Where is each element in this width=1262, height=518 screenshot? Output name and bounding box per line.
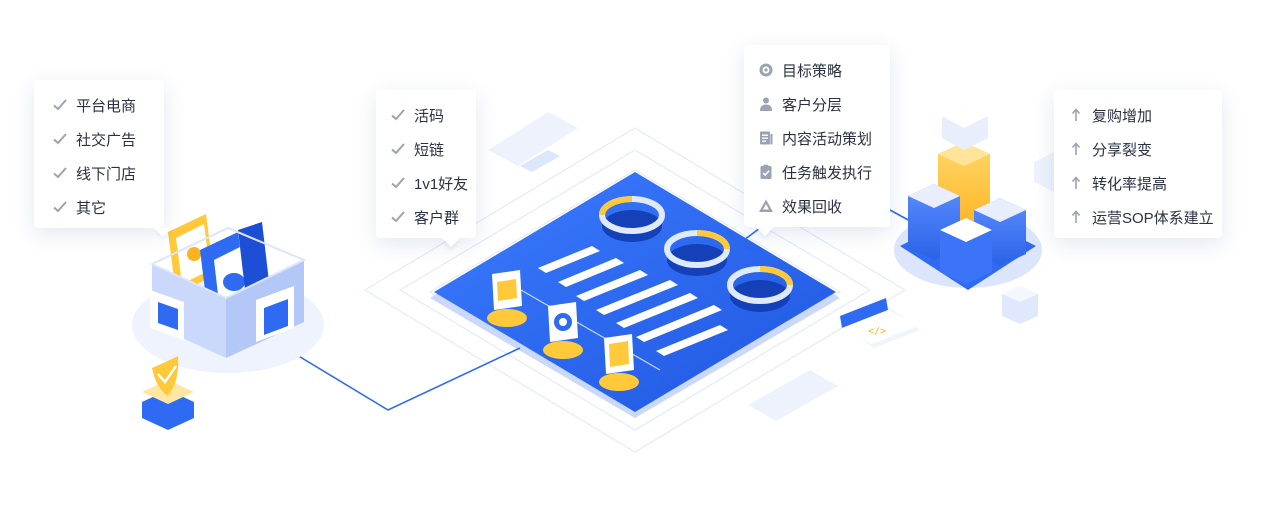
- shield-badge: [142, 356, 194, 430]
- operation-item: 目标策略: [758, 53, 890, 87]
- results-card: 复购增加 分享裂变 转化率提高 运营SOP体系建立: [1054, 90, 1222, 238]
- check-icon: [390, 209, 406, 225]
- result-item: 分享裂变: [1068, 132, 1222, 166]
- operation-label: 内容活动策划: [782, 130, 873, 148]
- operation-item: 任务触发执行: [758, 155, 890, 189]
- platform-cards: [487, 270, 639, 391]
- card-pointer: [756, 227, 774, 236]
- channel-item: 其它: [52, 190, 164, 224]
- channels-card: 平台电商 社交广告 线下门店 其它: [34, 80, 172, 237]
- arrow-up-icon: [1068, 209, 1084, 225]
- operation-item: 客户分层: [758, 87, 890, 121]
- result-label: 分享裂变: [1092, 141, 1153, 159]
- code-window: </>: [840, 298, 920, 348]
- tool-label: 1v1好友: [414, 175, 469, 193]
- growth-cubes: [894, 104, 1054, 324]
- check-icon: [52, 165, 68, 181]
- card-pointer: [442, 238, 460, 247]
- document-icon: [758, 130, 774, 146]
- svg-text:</>: </>: [868, 326, 886, 337]
- result-item: 运营SOP体系建立: [1068, 200, 1222, 234]
- result-item: 转化率提高: [1068, 166, 1222, 200]
- result-label: 运营SOP体系建立: [1092, 209, 1214, 227]
- clipboard-check-icon: [758, 164, 774, 180]
- card-pointer: [154, 228, 172, 237]
- arrow-up-icon: [1068, 141, 1084, 157]
- operation-label: 任务触发执行: [782, 164, 873, 182]
- tool-item: 短链: [390, 132, 476, 166]
- channel-item: 线下门店: [52, 156, 164, 190]
- donut-charts: [599, 196, 793, 312]
- operations-card: 目标策略 客户分层 内容活动策划 任务触发执行 效果回收: [744, 45, 890, 236]
- operation-item: 效果回收: [758, 189, 890, 223]
- tool-item: 1v1好友: [390, 166, 476, 200]
- result-item: 复购增加: [1068, 98, 1222, 132]
- tools-card: 活码 短链 1v1好友 客户群: [376, 90, 476, 247]
- channel-label: 社交广告: [76, 131, 137, 149]
- tool-item: 客户群: [390, 200, 476, 234]
- main-platform: [430, 172, 840, 418]
- tool-item: 活码: [390, 98, 476, 132]
- check-icon: [390, 175, 406, 191]
- channel-item: 社交广告: [52, 122, 164, 156]
- channel-label: 其它: [76, 199, 107, 217]
- channel-label: 平台电商: [76, 97, 137, 115]
- arrow-up-icon: [1068, 175, 1084, 191]
- channel-item: 平台电商: [52, 88, 164, 122]
- user-icon: [758, 96, 774, 112]
- result-label: 复购增加: [1092, 107, 1153, 125]
- operation-label: 客户分层: [782, 96, 843, 114]
- operation-label: 效果回收: [782, 198, 843, 216]
- operation-label: 目标策略: [782, 62, 843, 80]
- check-icon: [390, 107, 406, 123]
- check-icon: [52, 97, 68, 113]
- decorative-tiles: [488, 112, 838, 421]
- triangle-recycle-icon: [758, 198, 774, 214]
- bar-rows: [538, 246, 728, 356]
- arrow-up-icon: [1068, 107, 1084, 123]
- tool-label: 活码: [414, 107, 445, 125]
- check-icon: [52, 131, 68, 147]
- target-icon: [758, 62, 774, 78]
- channel-label: 线下门店: [76, 165, 137, 183]
- check-icon: [390, 141, 406, 157]
- tool-label: 短链: [414, 141, 445, 159]
- operation-item: 内容活动策划: [758, 121, 890, 155]
- check-icon: [52, 199, 68, 215]
- channel-box: [132, 214, 324, 373]
- result-label: 转化率提高: [1092, 175, 1168, 193]
- tool-label: 客户群: [414, 209, 460, 227]
